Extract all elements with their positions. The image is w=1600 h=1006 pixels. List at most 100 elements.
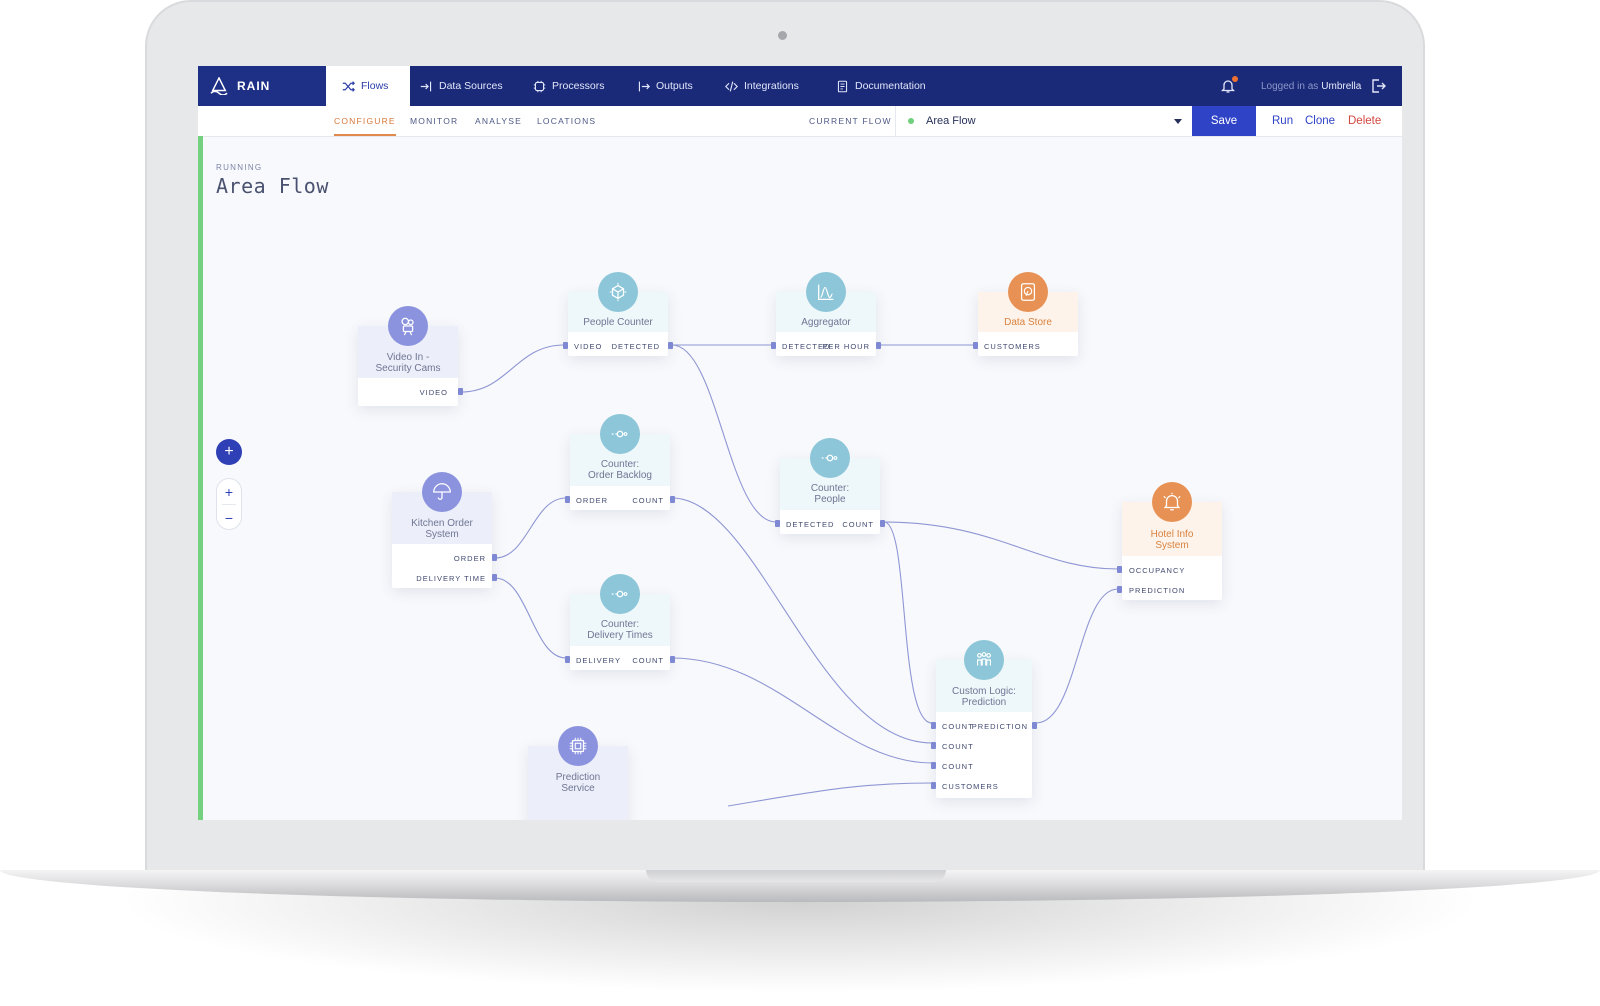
node-icon-circle — [600, 574, 640, 614]
output-port[interactable] — [1032, 722, 1037, 729]
brand-name: RAIN — [237, 79, 271, 93]
node-people-counter[interactable]: People Counter VIDEO DETECTED — [563, 272, 673, 356]
input-port[interactable] — [775, 520, 780, 527]
brand-logo[interactable]: RAIN — [198, 66, 326, 106]
input-port[interactable] — [565, 496, 570, 503]
current-flow-value: Area Flow — [926, 115, 976, 127]
input-port[interactable] — [565, 656, 570, 663]
port-label: DETECTED — [611, 342, 660, 351]
output-port[interactable] — [670, 496, 675, 503]
nav-label: Documentation — [855, 80, 926, 92]
port-label: CUSTOMERS — [942, 782, 999, 791]
edge-order-to-order-backlog — [494, 497, 567, 559]
laptop-shadow — [60, 890, 1540, 1000]
nav-label: Flows — [361, 80, 389, 92]
node-data-store[interactable]: Data Store CUSTOMERS — [973, 272, 1078, 356]
node-icon-circle — [810, 438, 850, 478]
edge-people-count-to-custom-logic — [883, 521, 933, 724]
node-title: Video In -Security Cams — [375, 352, 441, 374]
nav-documentation[interactable]: Documentation — [836, 66, 926, 106]
output-port[interactable] — [876, 342, 881, 349]
port-label: CUSTOMERS — [984, 342, 1041, 351]
running-indicator-bar — [198, 136, 203, 820]
port-label: PER HOUR — [822, 342, 870, 351]
node-counter-delivery-times[interactable]: Counter:Delivery Times DELIVERY COUNT — [565, 574, 675, 670]
sub-nav-bar: CONFIGURE MONITOR ANALYSE LOCATIONS CURR… — [198, 106, 1402, 137]
input-port[interactable] — [931, 742, 936, 749]
tab-monitor[interactable]: MONITOR — [410, 116, 459, 126]
port-label: VIDEO — [419, 388, 448, 397]
zoom-out-button[interactable]: − — [224, 509, 234, 526]
node-video-in[interactable]: Video In -Security Cams VIDEO — [358, 306, 463, 406]
chevron-down-icon — [1174, 119, 1182, 124]
node-counter-people[interactable]: Counter:People DETECTED COUNT — [775, 438, 885, 534]
node-icon-circle — [1152, 482, 1192, 522]
node-aggregator[interactable]: Aggregator DETECTED PER HOUR — [771, 272, 881, 356]
tab-analyse[interactable]: ANALYSE — [475, 116, 522, 126]
input-port[interactable] — [931, 762, 936, 769]
import-icon — [420, 81, 432, 91]
node-title: People Counter — [583, 317, 653, 328]
node-icon-circle — [806, 272, 846, 312]
input-port[interactable] — [973, 342, 978, 349]
nav-outputs[interactable]: Outputs — [637, 66, 693, 106]
output-port[interactable] — [670, 656, 675, 663]
input-port[interactable] — [563, 342, 568, 349]
edge-detected-to-counter-people — [671, 344, 777, 523]
edge-delivery-count-to-custom-logic — [671, 657, 933, 764]
nav-integrations[interactable]: Integrations — [725, 66, 799, 106]
current-flow-select[interactable]: Area Flow — [895, 106, 1192, 136]
input-port[interactable] — [771, 342, 776, 349]
tab-locations[interactable]: LOCATIONS — [537, 116, 597, 126]
nav-processors[interactable]: Processors — [533, 66, 605, 106]
logout-icon[interactable] — [1370, 78, 1386, 94]
output-port[interactable] — [880, 520, 885, 527]
umbrella-icon — [433, 483, 451, 500]
save-button[interactable]: Save — [1192, 106, 1256, 136]
input-port[interactable] — [931, 722, 936, 729]
chart-icon — [818, 284, 834, 300]
node-custom-logic-prediction[interactable]: Custom Logic:Prediction COUNT PREDICTION… — [931, 640, 1037, 798]
port-label: DELIVERY TIME — [416, 574, 486, 583]
input-port[interactable] — [931, 782, 936, 789]
node-title: Counter:People — [810, 483, 850, 505]
node-title: Counter:Delivery Times — [587, 619, 653, 641]
flow-canvas[interactable]: RUNNING Area Flow + + − — [198, 136, 1402, 820]
rain-logo-icon — [210, 77, 228, 95]
add-node-button[interactable]: + — [216, 439, 242, 465]
zoom-in-button[interactable]: + — [224, 483, 234, 500]
output-port[interactable] — [492, 574, 497, 581]
output-port[interactable] — [668, 342, 673, 349]
nav-label: Data Sources — [439, 80, 503, 92]
edge-people-count-to-occupancy — [883, 521, 1119, 570]
login-prefix: Logged in as — [1261, 80, 1319, 92]
delete-button[interactable]: Delete — [1348, 115, 1382, 127]
app-screen: RAIN Flows Data Sources Processors Outpu… — [198, 66, 1402, 820]
port-label: ORDER — [576, 496, 609, 505]
nav-flows[interactable]: Flows — [326, 66, 410, 106]
port-label: COUNT — [632, 656, 664, 665]
tab-configure[interactable]: CONFIGURE — [334, 106, 396, 136]
output-port[interactable] — [492, 554, 497, 561]
node-counter-order-backlog[interactable]: Counter:Order Backlog ORDER COUNT — [565, 414, 675, 510]
input-port[interactable] — [1117, 566, 1122, 573]
run-button[interactable]: Run — [1272, 115, 1294, 127]
flow-running-dot — [908, 118, 914, 124]
node-title: Custom Logic:Prediction — [952, 686, 1016, 708]
nav-data-sources[interactable]: Data Sources — [420, 66, 503, 106]
hard-drive-icon — [1020, 283, 1036, 301]
document-icon — [837, 80, 848, 92]
edge-backlog-count-to-custom-logic — [671, 497, 933, 744]
clone-button[interactable]: Clone — [1305, 115, 1336, 127]
flow-title: Area Flow — [216, 174, 329, 198]
cpu-icon — [533, 80, 546, 92]
bell-icon[interactable] — [1220, 78, 1236, 94]
output-port[interactable] — [458, 388, 463, 395]
input-port[interactable] — [1117, 586, 1122, 593]
edge-deliverytime-to-delivery-times — [494, 577, 567, 659]
